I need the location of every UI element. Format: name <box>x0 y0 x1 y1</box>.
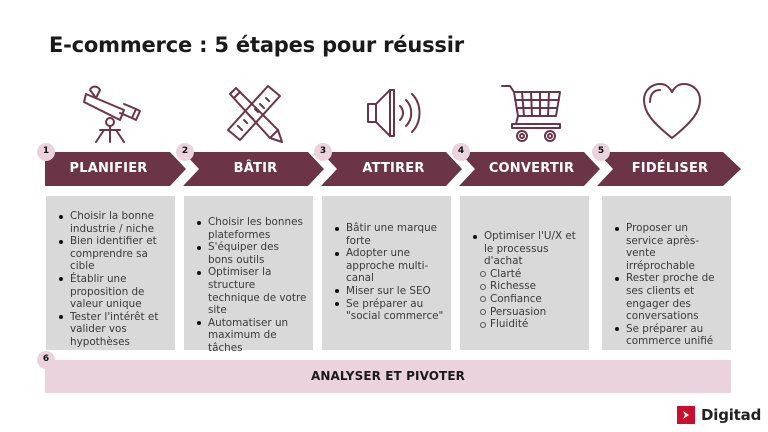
list-item: Optimiser la structure technique de votr… <box>194 266 307 316</box>
step-3-content: Bâtir une marque forte Adopter une appro… <box>322 196 451 350</box>
step-4-content: Optimiser l'U/X et le processus d'achat … <box>460 196 589 350</box>
step-4-arrow: CONVERTIR <box>459 152 600 186</box>
sub-list-item: Fluidité <box>470 318 583 331</box>
shopping-cart-icon <box>500 80 564 144</box>
digitad-logo-mark-icon <box>677 406 695 424</box>
list-item: Se préparer au commerce unifié <box>612 323 725 348</box>
list-item: Rester proche de ses clients et engager … <box>612 272 725 322</box>
step-2-arrow: BÂTIR <box>183 152 324 186</box>
speaker-icon <box>362 80 426 144</box>
step-5-badge: 5 <box>592 143 610 161</box>
list-item: Choisir les bonnes plateformes <box>194 216 307 241</box>
sub-list-item: Clarté <box>470 268 583 281</box>
list-item: Choisir la bonne industrie / niche <box>56 210 169 235</box>
step-3-arrow: ATTIRER <box>321 152 462 186</box>
list-item: Bien identifier et comprendre sa cible <box>56 235 169 273</box>
list-item: Tester l'intérêt et valider vos hypothès… <box>56 311 169 349</box>
step-3-badge: 3 <box>314 143 332 161</box>
step-4-label: CONVERTIR <box>488 161 575 176</box>
list-item: Proposer un service après-vente irréproc… <box>612 222 725 272</box>
step-1-badge: 1 <box>37 143 55 161</box>
logo-name: Digitad <box>701 406 762 424</box>
list-item: Optimiser l'U/X et le processus d'achat <box>470 230 583 268</box>
list-item: Bâtir une marque forte <box>332 222 445 247</box>
analyse-pivot-bar: ANALYSER ET PIVOTER <box>45 360 731 393</box>
step-1-arrow: PLANIFIER <box>45 152 186 186</box>
list-item: Automatiser un maximum de tâches <box>194 317 307 355</box>
step-6-badge: 6 <box>37 351 55 369</box>
step-1-content: Choisir la bonne industrie / niche Bien … <box>46 196 175 350</box>
step-1-label: PLANIFIER <box>69 161 148 176</box>
telescope-icon <box>80 80 144 144</box>
step-5-arrow: FIDÉLISER <box>597 152 741 186</box>
step-5-label: FIDÉLISER <box>631 161 709 176</box>
list-item: Se préparer au "social commerce" <box>332 298 445 323</box>
step-2-content: Choisir les bonnes plateformes S'équiper… <box>184 196 313 354</box>
list-item: Adopter une approche multi-canal <box>332 247 445 285</box>
heart-icon <box>640 80 704 144</box>
pencil-ruler-icon <box>222 80 286 144</box>
step-4-badge: 4 <box>452 143 470 161</box>
list-item: Miser sur le SEO <box>332 285 445 298</box>
sub-list-item: Richesse <box>470 280 583 293</box>
sub-list-item: Confiance <box>470 293 583 306</box>
page-title: E-commerce : 5 étapes pour réussir <box>49 33 464 57</box>
sub-list-item: Persuasion <box>470 306 583 319</box>
list-item: Établir une proposition de valeur unique <box>56 273 169 311</box>
step-2-badge: 2 <box>176 143 194 161</box>
step-3-label: ATTIRER <box>362 161 425 176</box>
step-2-label: BÂTIR <box>233 161 278 176</box>
step-5-content: Proposer un service après-vente irréproc… <box>602 196 731 350</box>
digitad-logo: Digitad <box>677 405 761 425</box>
list-item: S'équiper des bons outils <box>194 241 307 266</box>
